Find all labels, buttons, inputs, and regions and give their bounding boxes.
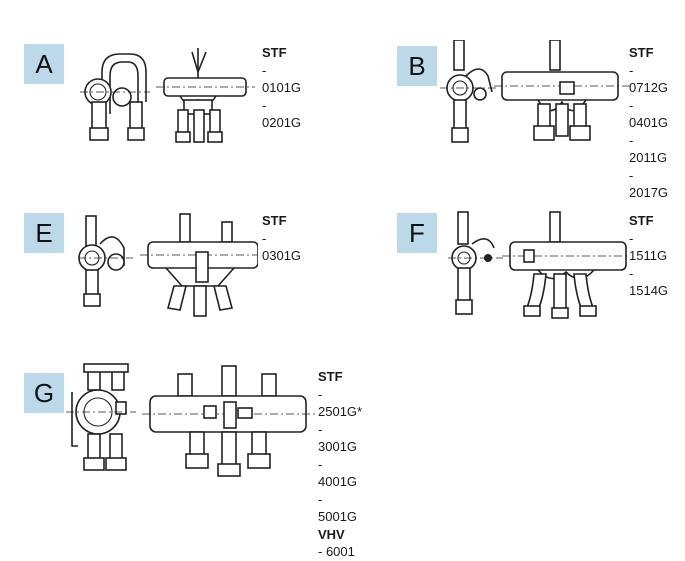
- model-code: - 0201G: [262, 97, 302, 131]
- model-code: - 4001G: [318, 456, 358, 490]
- panel-label-e: E: [24, 213, 64, 253]
- model-list-e: STF - 0301G: [262, 212, 301, 265]
- model-list-f: STF - 1511G - 1514G: [629, 212, 668, 300]
- model-code: - 2501G*: [318, 386, 363, 420]
- model-list-b: STF - 0712G - 0401G - 2011G - 2017G: [629, 44, 668, 202]
- panel-label-b: B: [397, 46, 437, 86]
- model-code: - 2011G: [629, 132, 668, 166]
- valve-drawing-a-side-view: [80, 48, 255, 143]
- model-code: - 0301G: [262, 230, 302, 264]
- model-code: - 1511G: [629, 230, 668, 264]
- model-code: - 2017G: [629, 167, 669, 201]
- model-list-a: STF - 0101G - 0201G: [262, 44, 301, 132]
- model-code: - 0101G: [262, 62, 302, 96]
- valve-drawing-g-side-view: [66, 363, 316, 477]
- model-list-g: STF - 2501G* - 3001G - 4001G - 5001G VHV…: [318, 368, 362, 561]
- series-header: STF: [629, 213, 654, 228]
- series-header: STF: [262, 45, 287, 60]
- model-code: - 0712G: [629, 62, 669, 96]
- model-code: - 1514G: [629, 265, 669, 299]
- panel-label-a: A: [24, 44, 64, 84]
- valve-drawing-b-side-view: [440, 40, 630, 143]
- model-code: - 6001: [318, 544, 355, 559]
- series-header: STF: [629, 45, 654, 60]
- panel-label-f: F: [397, 213, 437, 253]
- valve-drawing-e-side-view: [78, 213, 258, 317]
- model-code: - 5001G: [318, 491, 358, 525]
- valve-drawing-f-side-view: [448, 211, 628, 319]
- series-header: STF: [262, 213, 287, 228]
- series-header: VHV: [318, 526, 345, 542]
- model-code: - 3001G: [318, 421, 358, 455]
- model-code: - 0401G: [629, 97, 669, 131]
- series-header: STF: [318, 369, 343, 384]
- panel-label-g: G: [24, 373, 64, 413]
